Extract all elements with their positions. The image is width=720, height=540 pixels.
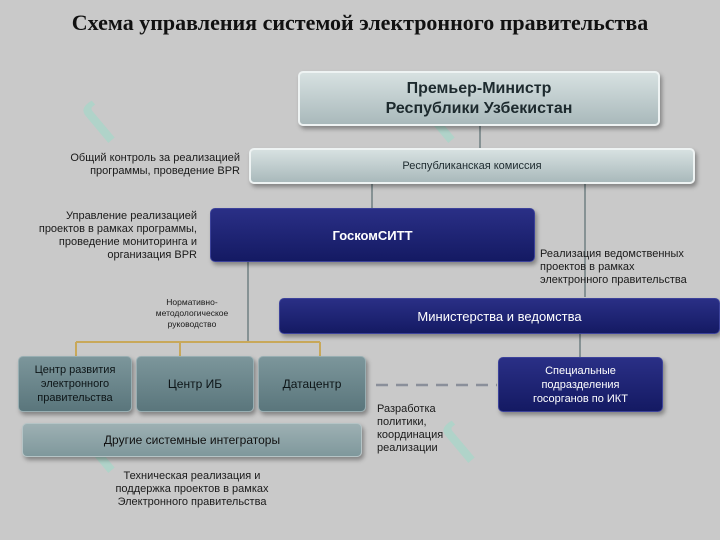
goskomsitt-box: ГоскомСИТТ — [210, 208, 535, 262]
control-note: Общий контроль за реализацией программы,… — [70, 152, 240, 177]
integrators-label: Другие системные интеграторы — [103, 433, 281, 447]
ib-center-label: Центр ИБ — [167, 377, 223, 391]
ministries-box: Министерства и ведомства — [279, 298, 720, 334]
prime-minister-box: Премьер-Министр Республики Узбекистан — [298, 71, 660, 126]
special-units-box: Специальные подразделения госорганов по … — [498, 357, 663, 412]
goskomsitt-label: ГоскомСИТТ — [332, 227, 413, 243]
page-title: Схема управления системой электронного п… — [71, 10, 649, 35]
ministries-label: Министерства и ведомства — [417, 308, 582, 324]
special-units-label: Специальные подразделения госорганов по … — [533, 364, 628, 405]
management-note: Управление реализацией проектов в рамках… — [38, 210, 197, 261]
ib-center-box: Центр ИБ — [136, 356, 254, 412]
egov-center-label: Центр развития электронного правительств… — [34, 364, 116, 404]
egov-center-box: Центр развития электронного правительств… — [18, 356, 132, 412]
commission-box: Республиканская комиссия — [249, 148, 695, 184]
prime-minister-label: Премьер-Министр Республики Узбекистан — [385, 79, 573, 117]
normative-note: Нормативно- методологическое руководство — [155, 297, 229, 329]
departmental-note: Реализация ведомственных проектов в рамк… — [540, 248, 687, 286]
datacenter-box: Датацентр — [258, 356, 366, 412]
datacenter-label: Датацентр — [282, 377, 342, 391]
technical-note: Техническая реализация и поддержка проек… — [115, 470, 269, 508]
integrators-box: Другие системные интеграторы — [22, 423, 362, 457]
commission-label: Республиканская комиссия — [402, 160, 542, 172]
development-note: Разработка политики, координация реализа… — [377, 403, 444, 454]
